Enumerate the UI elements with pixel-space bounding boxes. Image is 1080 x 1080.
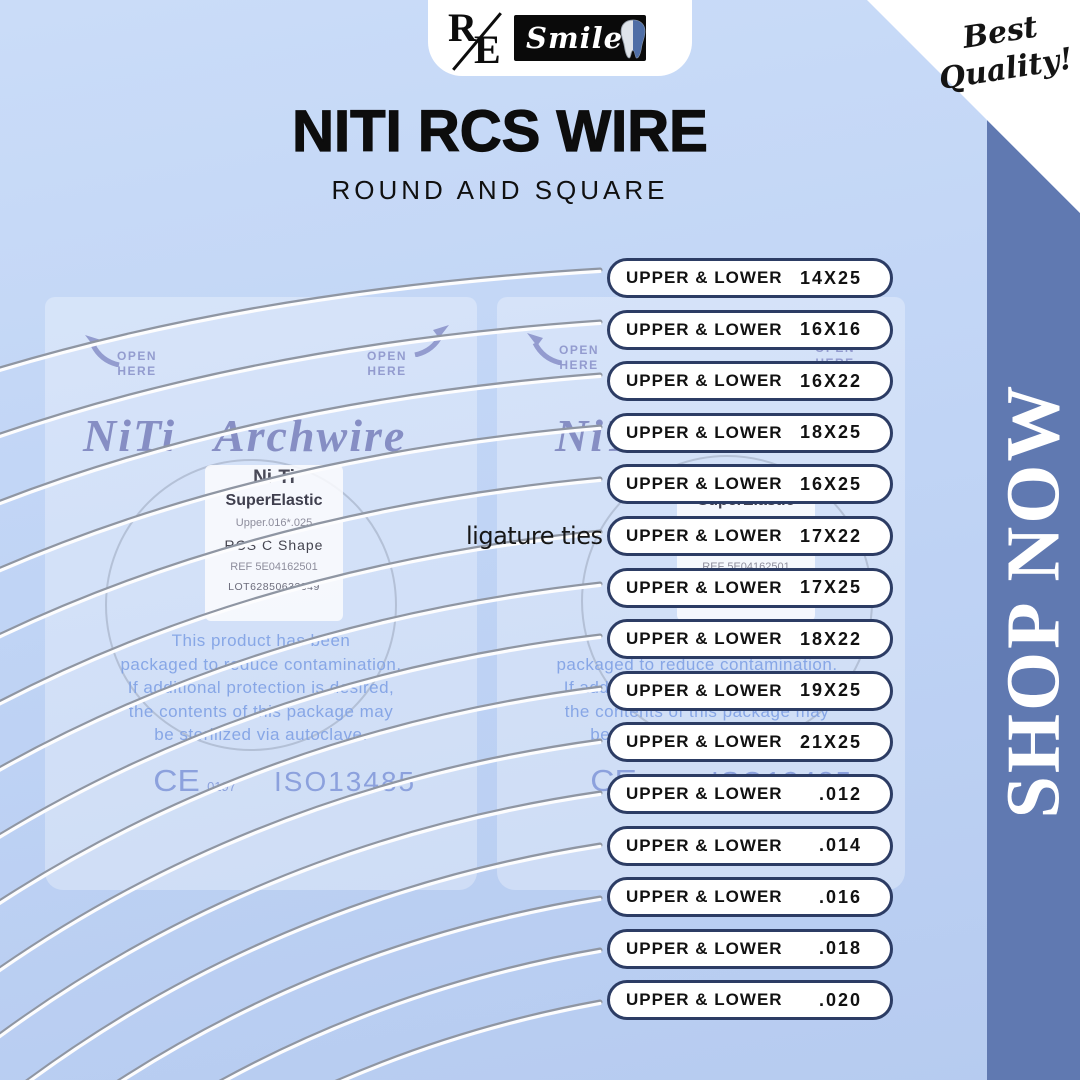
wire-strand: [116, 895, 603, 1080]
product-pill[interactable]: UPPER & LOWER .016: [607, 877, 893, 918]
shop-now-label: SHOP NOW: [991, 382, 1076, 818]
product-pill-size: .014: [818, 835, 862, 856]
wire-strand: [0, 319, 603, 439]
spec-type: SuperElastic: [225, 492, 323, 509]
logo-monogram: R E: [448, 5, 502, 72]
product-pill[interactable]: UPPER & LOWER 21X25: [607, 722, 893, 763]
product-pill[interactable]: UPPER & LOWER 16X25: [607, 464, 893, 505]
package-notice: This product has been packaged to reduce…: [120, 631, 402, 744]
product-pill-label: UPPER & LOWER: [626, 526, 783, 545]
product-pill-label: UPPER & LOWER: [626, 990, 783, 1010]
product-pill-size: .020: [818, 989, 862, 1010]
product-pill-label: UPPER & LOWER: [626, 577, 783, 597]
product-pill[interactable]: UPPER & LOWER .014: [607, 825, 893, 866]
spec-ref: REF 5E04162501: [230, 561, 318, 573]
wire-strand: [0, 372, 603, 506]
product-pill[interactable]: UPPER & LOWER 16X16: [607, 309, 893, 350]
product-pill-size: 16X16: [799, 319, 862, 340]
brand-logo: R E Smile: [428, 0, 692, 76]
product-pill-size: 14X25: [799, 267, 862, 288]
product-pill[interactable]: UPPER & LOWER 18X22: [607, 619, 893, 660]
product-pill-label: UPPER & LOWER: [626, 474, 783, 494]
product-pill-label: UPPER & LOWER: [626, 784, 783, 803]
product-pill[interactable]: UPPER & LOWER .020: [607, 980, 893, 1021]
product-pill-size: 18X25: [799, 422, 862, 443]
product-pill-size: .012: [818, 783, 862, 804]
wire-strand: [25, 842, 603, 1080]
logo-wordmark: Smile: [526, 21, 624, 55]
product-pill-label: UPPER & LOWER: [626, 629, 783, 649]
logo-wordmark-box: Smile: [514, 15, 646, 61]
product-pill[interactable]: UPPER & LOWER 19X25: [607, 670, 893, 711]
open-here-label: OPEN HERE: [559, 343, 600, 372]
product-pill-size: 16X25: [799, 473, 862, 494]
wire-strand: [0, 581, 603, 772]
tooth-icon: [620, 19, 646, 59]
product-pill-label: UPPER & LOWER: [626, 319, 783, 339]
product-pill-label: UPPER & LOWER: [626, 887, 783, 907]
wire-strand: [0, 267, 603, 372]
wire-strand: [0, 685, 603, 906]
package-certification: CE 0197 ISO13485: [153, 763, 417, 799]
product-pill-size: 19X25: [799, 680, 862, 701]
open-here-label: OPEN HERE: [367, 349, 408, 378]
open-here-label: OPEN HERE: [117, 349, 158, 378]
product-pill[interactable]: UPPER & LOWER 14X25: [607, 258, 893, 298]
open-here-arrow-icon: [523, 331, 565, 366]
heading-block: NITI RCS WIRE ROUND AND SQUARE: [0, 98, 1000, 206]
shop-now-banner[interactable]: SHOP NOW: [987, 120, 1080, 1080]
wire-strand: [218, 947, 603, 1080]
product-pill-label: UPPER & LOWER: [626, 268, 783, 287]
product-pill-size: 21X25: [799, 731, 862, 752]
wire-strand: [0, 529, 603, 706]
wire-strand: [0, 790, 603, 1039]
product-pill[interactable]: UPPER & LOWER 17X25: [607, 567, 893, 608]
product-pill-size: .018: [818, 938, 862, 959]
product-pill[interactable]: UPPER & LOWER .018: [607, 928, 893, 969]
product-pill-size: 17X22: [799, 525, 862, 546]
ce-mark: CE: [153, 763, 200, 798]
product-pill-label: UPPER & LOWER: [626, 680, 783, 700]
product-pill[interactable]: UPPER & LOWER 17X22: [607, 516, 893, 556]
ligature-ties-label: ligature ties: [466, 522, 603, 550]
product-pill-label: UPPER & LOWER: [626, 835, 783, 855]
wire-strand: [0, 633, 603, 839]
product-pill-size: 16X22: [799, 370, 862, 391]
product-pill-label: UPPER & LOWER: [626, 732, 783, 752]
iso-certification: ISO13485: [274, 766, 417, 797]
wire-strand: [0, 424, 603, 573]
product-pill-label: UPPER & LOWER: [626, 371, 783, 391]
product-pill[interactable]: UPPER & LOWER 18X25: [607, 412, 893, 453]
product-pill[interactable]: UPPER & LOWER .012: [607, 774, 893, 814]
package-brand-text: NiTi Archwire: [83, 410, 407, 461]
page-subtitle: ROUND AND SQUARE: [331, 175, 669, 205]
product-pill-label: UPPER & LOWER: [626, 422, 783, 442]
archwire-coil: [105, 459, 397, 751]
product-pill-size: .016: [818, 886, 862, 907]
product-pill-label: UPPER & LOWER: [626, 938, 783, 958]
product-list: UPPER & LOWER 14X25 UPPER & LOWER 16X16 …: [607, 258, 893, 1021]
page-title: NITI RCS WIRE: [292, 98, 709, 164]
wire-strand: [0, 738, 603, 973]
spec-size: Upper.016*.025: [235, 517, 313, 529]
product-pill[interactable]: UPPER & LOWER 16X22: [607, 361, 893, 402]
product-pill-size: 18X22: [799, 628, 862, 649]
wire-strand: [334, 999, 603, 1080]
product-pill-size: 17X25: [799, 577, 862, 598]
wire-strand: [0, 476, 603, 639]
